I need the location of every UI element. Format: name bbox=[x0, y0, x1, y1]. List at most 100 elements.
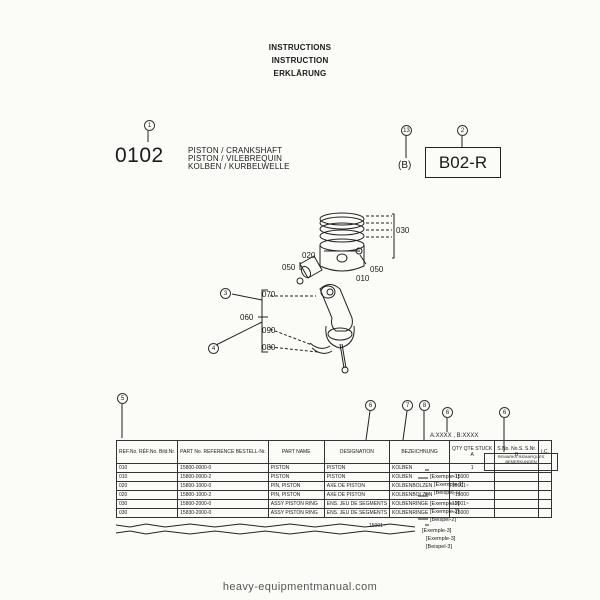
col-qty: QTY QTE STUCK A bbox=[449, 440, 496, 464]
remark-3b: [Exemple-3] bbox=[426, 536, 456, 542]
cell-sno bbox=[494, 472, 540, 482]
callout-4: 4 bbox=[208, 343, 219, 354]
callout-8: 8 bbox=[419, 400, 430, 411]
cell-ic bbox=[538, 472, 552, 482]
remark-1b: [Exemple-1] bbox=[434, 482, 464, 488]
cell-part-name: ASSY PISTON RING bbox=[267, 508, 325, 518]
label-050-left: 050 bbox=[282, 263, 296, 272]
cell-designation: PISTON bbox=[323, 472, 391, 482]
cell-part-name: PISTON bbox=[267, 463, 325, 473]
col-ref: REF.No. RÉF.No. Bild.Nr. bbox=[115, 440, 179, 464]
callout-3: 3 bbox=[220, 288, 231, 299]
col-part-no: PART No. REFERENCE BESTELL-Nr. bbox=[177, 440, 269, 464]
cell-designation: AXE DE PISTON bbox=[323, 490, 391, 500]
title-de: KOLBEN / KURBELWELLE bbox=[188, 162, 290, 171]
cell-part-name: PIN, PISTON bbox=[267, 490, 325, 500]
table-row: 030 15830-2000-0 ASSY PISTON RING ENS. J… bbox=[115, 508, 552, 518]
cell-ref: 020 bbox=[115, 481, 179, 491]
cell-ic bbox=[538, 481, 552, 491]
header-line-de: ERKLÄRUNG bbox=[273, 69, 327, 78]
remark-2a: [Exemple-2] bbox=[430, 501, 460, 507]
cell-ref: 020 bbox=[115, 490, 179, 500]
cell-ic bbox=[538, 508, 552, 518]
cell-part-no: 15800-2000-0 bbox=[177, 499, 269, 509]
site-watermark: heavy-equipmentmanual.com bbox=[222, 581, 378, 593]
cell-ic bbox=[538, 499, 552, 509]
cell-sno bbox=[494, 508, 540, 518]
label-010: 010 bbox=[356, 274, 370, 283]
cell-qty: 1 bbox=[449, 463, 496, 473]
cell-part-no: 15800-1000-2 bbox=[177, 490, 269, 500]
table-row: 010 15800-0000-0 PISTON PISTON KOLBEN 1 bbox=[115, 463, 552, 473]
col-part-name: PART NAME bbox=[267, 440, 325, 464]
cell-ref: 010 bbox=[115, 463, 179, 473]
title-en: PISTON / CRANKSHAFT bbox=[188, 146, 283, 155]
bracket-code: (B) bbox=[398, 160, 412, 171]
table-row: 010 15800-0000-2 PISTON PISTON KOLBEN ~1… bbox=[115, 472, 552, 482]
header-line-en: INSTRUCTIONS bbox=[268, 43, 332, 52]
cell-sno bbox=[494, 490, 540, 500]
table-row: 020 15800-1000-0 PIN, PISTON AXE DE PIST… bbox=[115, 481, 552, 491]
cell-qty: ~15000 bbox=[449, 508, 496, 518]
callout-2: 2 bbox=[457, 125, 468, 136]
group-code: 0102 bbox=[115, 144, 164, 167]
callout-1: 1 bbox=[144, 120, 155, 131]
cell-part-no: 15800-1000-0 bbox=[177, 481, 269, 491]
cell-part-name: ASSY PISTON RING bbox=[267, 499, 325, 509]
col-sno-label: S.No. No.S. S.Nr. bbox=[497, 446, 537, 452]
cell-part-name: PIN, PISTON bbox=[267, 481, 325, 491]
cell-sno bbox=[494, 499, 540, 509]
extra-qty: 15001~ bbox=[369, 523, 386, 529]
remark-1a: [Exemple-1] bbox=[430, 474, 460, 480]
cell-sno bbox=[494, 463, 540, 473]
label-060: 060 bbox=[240, 313, 254, 322]
column-values-note: A:XXXX , B:XXXX bbox=[430, 433, 479, 439]
cell-designation: ENS. JEU DE SEGMENTS bbox=[323, 508, 391, 518]
cell-ref: 010 bbox=[115, 472, 179, 482]
callout-13: 13 bbox=[401, 125, 412, 136]
col-qty-label: QTY QTE STUCK bbox=[452, 446, 493, 452]
label-020: 020 bbox=[302, 251, 316, 260]
cell-ref: 030 bbox=[115, 499, 179, 509]
parts-table: REF.No. RÉF.No. Bild.Nr. PART No. REFERE… bbox=[115, 440, 552, 518]
col-sno: S.No. No.S. S.Nr. B bbox=[494, 440, 540, 464]
cell-designation: PISTON bbox=[323, 463, 391, 473]
table-row: 030 15800-2000-0 ASSY PISTON RING ENS. J… bbox=[115, 499, 552, 509]
col-sno-b: B bbox=[515, 452, 519, 458]
label-050-right: 050 bbox=[370, 265, 384, 274]
cell-bezeichnung: KOLBEN bbox=[389, 463, 451, 473]
remark-1c: [Beispel-1] bbox=[434, 490, 460, 496]
remark-2b: [Exemple-2] bbox=[430, 509, 460, 515]
col-ic: I.C. bbox=[538, 440, 552, 464]
label-030: 030 bbox=[396, 226, 410, 235]
callout-6-remarks: 6 bbox=[499, 407, 510, 418]
label-080: 080 bbox=[262, 343, 276, 352]
model-code-box: B02-R bbox=[425, 147, 501, 178]
col-bezeichnung: BEZEICHNUNG bbox=[389, 440, 451, 464]
cell-ic bbox=[538, 463, 552, 473]
header-line-fr: INSTRUCTION bbox=[271, 56, 329, 65]
callout-7: 7 bbox=[402, 400, 413, 411]
cell-designation: ENS. JEU DE SEGMENTS bbox=[323, 499, 391, 509]
remark-3c: [Beispel-3] bbox=[426, 544, 452, 550]
table-row: 020 15800-1000-2 PIN, PISTON AXE DE PIST… bbox=[115, 490, 552, 500]
cell-ic bbox=[538, 490, 552, 500]
cell-part-name: PISTON bbox=[267, 472, 325, 482]
col-designation: DESIGNATION bbox=[323, 440, 391, 464]
callout-5: 5 bbox=[117, 393, 128, 404]
remark-3a: [Exemple-3] bbox=[422, 528, 452, 534]
cell-part-no: 15800-0000-0 bbox=[177, 463, 269, 473]
callout-6-values: 6 bbox=[442, 407, 453, 418]
col-qty-a: A bbox=[470, 452, 474, 458]
remark-2c: [Beispel-2] bbox=[430, 517, 456, 523]
label-090: 090 bbox=[262, 326, 276, 335]
cell-part-no: 15830-2000-0 bbox=[177, 508, 269, 518]
callout-6-qty: 6 bbox=[365, 400, 376, 411]
cell-sno bbox=[494, 481, 540, 491]
cell-part-no: 15800-0000-2 bbox=[177, 472, 269, 482]
title-fr: PISTON / VILEBREQUIN bbox=[188, 154, 283, 163]
label-070: 070 bbox=[262, 290, 276, 299]
cell-ref: 030 bbox=[115, 508, 179, 518]
cell-designation: AXE DE PISTON bbox=[323, 481, 391, 491]
table-header-row: REF.No. RÉF.No. Bild.Nr. PART No. REFERE… bbox=[115, 440, 552, 464]
